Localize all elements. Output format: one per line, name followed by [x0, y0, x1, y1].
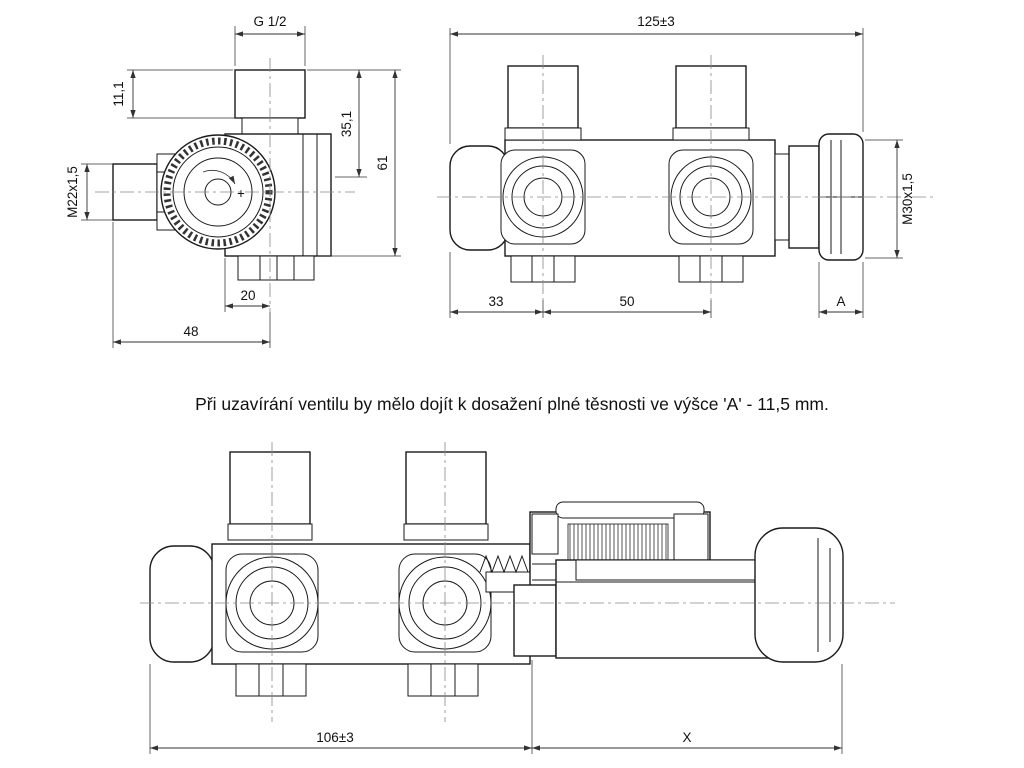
wheel-plus-mark: +	[237, 186, 245, 201]
dim-20: 20	[240, 288, 255, 303]
dim-width-125: 125±3	[637, 14, 674, 29]
dim-width-106: 106±3	[316, 730, 353, 745]
dim-a: A	[836, 294, 845, 309]
dim-x: X	[682, 730, 691, 745]
dim-50: 50	[619, 294, 634, 309]
dim-thread-top: G 1/2	[253, 14, 286, 29]
front-view-drawing: 125±3 M30x1,5 33 50 A	[437, 14, 935, 318]
section-view-drawing: 106±3 X	[140, 442, 895, 754]
front-view-dimensions: 125±3 M30x1,5 33 50 A	[449, 14, 915, 318]
dim-33: 33	[488, 294, 503, 309]
dim-48: 48	[183, 324, 198, 339]
section-view-mechanism	[479, 501, 844, 663]
dim-thread-cap: M30x1,5	[900, 173, 915, 225]
dim-11: 11,1	[111, 81, 126, 106]
section-view-dimensions: 106±3 X	[149, 660, 843, 754]
side-view-dimensions: G 1/2 11,1 35,1 61 M22x1,5 20	[65, 14, 401, 348]
dim-thread-left: M22x1,5	[65, 166, 80, 218]
side-view-drawing: + G 1/2 11,1 35,1 61	[65, 14, 401, 348]
side-view-valve-body	[112, 69, 332, 281]
front-view-valve-body	[449, 65, 864, 283]
dim-61: 61	[375, 155, 390, 170]
dim-35: 35,1	[339, 111, 354, 137]
annotation-text: Při uzavírání ventilu by mělo dojít k do…	[195, 394, 829, 414]
section-view-valve-body	[149, 451, 531, 697]
